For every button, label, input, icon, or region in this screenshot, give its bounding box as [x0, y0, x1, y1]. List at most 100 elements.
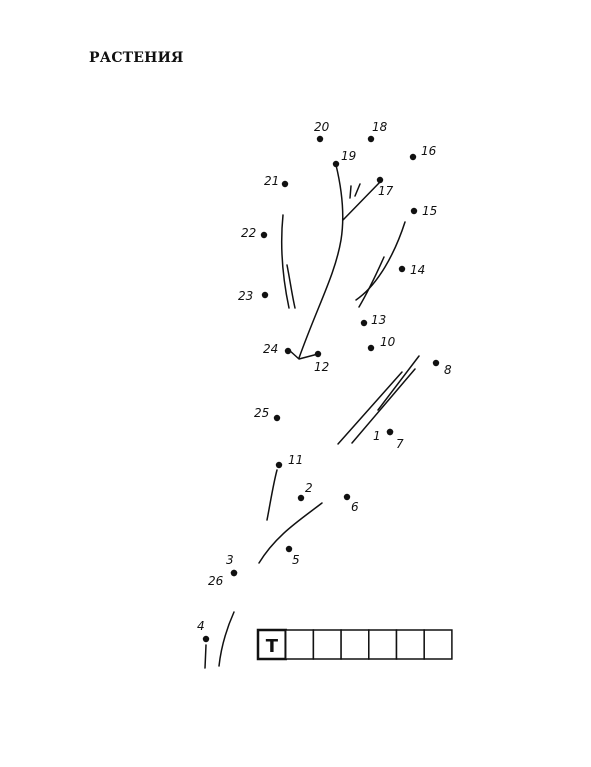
dot-number: 5: [292, 553, 300, 567]
stem-base-stroke: [288, 349, 319, 360]
dot-number: 1: [373, 429, 381, 443]
dot-number: 6: [351, 500, 359, 514]
dot-15: 15: [410, 204, 437, 218]
dot-8: 8: [432, 359, 452, 377]
dot-number: 17: [378, 184, 394, 198]
page-title: РАСТЕНИЯ: [89, 50, 184, 66]
dot-marker: [281, 180, 289, 188]
dot-number: 10: [380, 335, 396, 349]
dot-marker: [332, 160, 340, 168]
answer-cell-1[interactable]: [256, 628, 287, 661]
numbered-dots: 1234567810111213141516171819202122232425…: [197, 120, 452, 643]
dot-12: 12: [314, 350, 329, 374]
dot-7: 7: [386, 428, 404, 451]
leaf-stroke: [280, 214, 290, 309]
dot-number: 2: [305, 481, 313, 495]
dot-marker: [360, 319, 368, 327]
dot-number: 15: [422, 204, 437, 218]
dot-4: 4: [197, 619, 210, 643]
dot-marker: [316, 135, 324, 143]
dot-number: 20: [314, 120, 330, 134]
dot-marker: [261, 291, 269, 299]
dot-19: 19: [332, 149, 356, 168]
dot-marker: [297, 494, 305, 502]
dot-marker: [367, 344, 375, 352]
dot-marker: [284, 347, 292, 355]
dot-11: 11: [275, 453, 303, 469]
dot-marker: [398, 265, 406, 273]
leaf-stroke: [377, 355, 420, 411]
leaf-stroke: [351, 368, 416, 444]
dot-number: 21: [264, 174, 279, 188]
leaf-stroke: [337, 371, 403, 445]
drawn-strokes: [204, 164, 420, 669]
leaf-stroke: [266, 469, 278, 521]
answer-cell-7[interactable]: [423, 629, 453, 660]
dot-marker: [386, 428, 394, 436]
dot-marker: [432, 359, 440, 367]
dot-13: 13: [360, 313, 386, 327]
dot-number: 22: [241, 226, 256, 240]
answer-cell-5[interactable]: [368, 629, 398, 660]
dot-number: 26: [208, 574, 224, 588]
dot-number: 19: [341, 149, 356, 163]
dot-21: 21: [264, 174, 289, 188]
dot-number: 12: [314, 360, 329, 374]
answer-cell-4[interactable]: [340, 629, 370, 660]
leaf-stroke: [286, 264, 296, 309]
dot-marker: [343, 493, 351, 501]
dot-marker: [314, 350, 322, 358]
dot-17: 17: [376, 176, 394, 198]
dot-23: 23: [238, 289, 269, 303]
dot-14: 14: [398, 263, 425, 277]
dot-20: 20: [314, 120, 330, 143]
dot-marker: [367, 135, 375, 143]
dot-number: 16: [421, 144, 437, 158]
leaf-stroke: [355, 221, 406, 301]
answer-cell-2[interactable]: [284, 629, 315, 660]
branch-stroke: [342, 181, 381, 221]
dot-number: 23: [238, 289, 253, 303]
dot-5: 5: [285, 545, 300, 567]
dot-marker: [202, 635, 210, 643]
dot-24: 24: [263, 342, 292, 356]
dot-10: 10: [367, 335, 396, 352]
stalk-stroke: [218, 611, 235, 667]
dot-marker: [273, 414, 281, 422]
answer-cell-3[interactable]: [312, 629, 342, 660]
stem-stroke: [298, 164, 344, 359]
dot-number: 4: [197, 619, 205, 633]
dot-marker: [409, 153, 417, 161]
dot-marker: [260, 231, 268, 239]
answer-grid: Т: [256, 628, 453, 661]
dot-number: 8: [444, 363, 452, 377]
dot-number: 13: [371, 313, 386, 327]
dot-number: 7: [396, 437, 404, 451]
leaf-stroke: [258, 502, 323, 564]
leaf-stroke: [358, 256, 385, 308]
dot-number: 3: [226, 553, 234, 567]
branch-mark-stroke: [354, 183, 361, 197]
dot-6: 6: [343, 493, 359, 514]
answer-letter: Т: [266, 636, 279, 657]
dot-number: 14: [410, 263, 425, 277]
dot-number: 25: [254, 406, 269, 420]
dot-2: 2: [297, 481, 313, 502]
dot-marker: [410, 207, 418, 215]
dot-number: 11: [288, 453, 303, 467]
branch-mark-stroke: [349, 185, 352, 199]
dot-marker: [230, 569, 238, 577]
dot-18: 18: [367, 120, 388, 143]
dot-25: 25: [254, 406, 281, 422]
answer-cell-6[interactable]: [395, 629, 425, 660]
dot-number: 18: [372, 120, 388, 134]
dot-marker: [376, 176, 384, 184]
dot-26: 26: [208, 569, 238, 588]
stalk-stroke: [204, 644, 207, 669]
dot-marker: [275, 461, 283, 469]
dot-16: 16: [409, 144, 437, 161]
dot-22: 22: [241, 226, 268, 240]
dot-number: 24: [263, 342, 278, 356]
dot-marker: [285, 545, 293, 553]
